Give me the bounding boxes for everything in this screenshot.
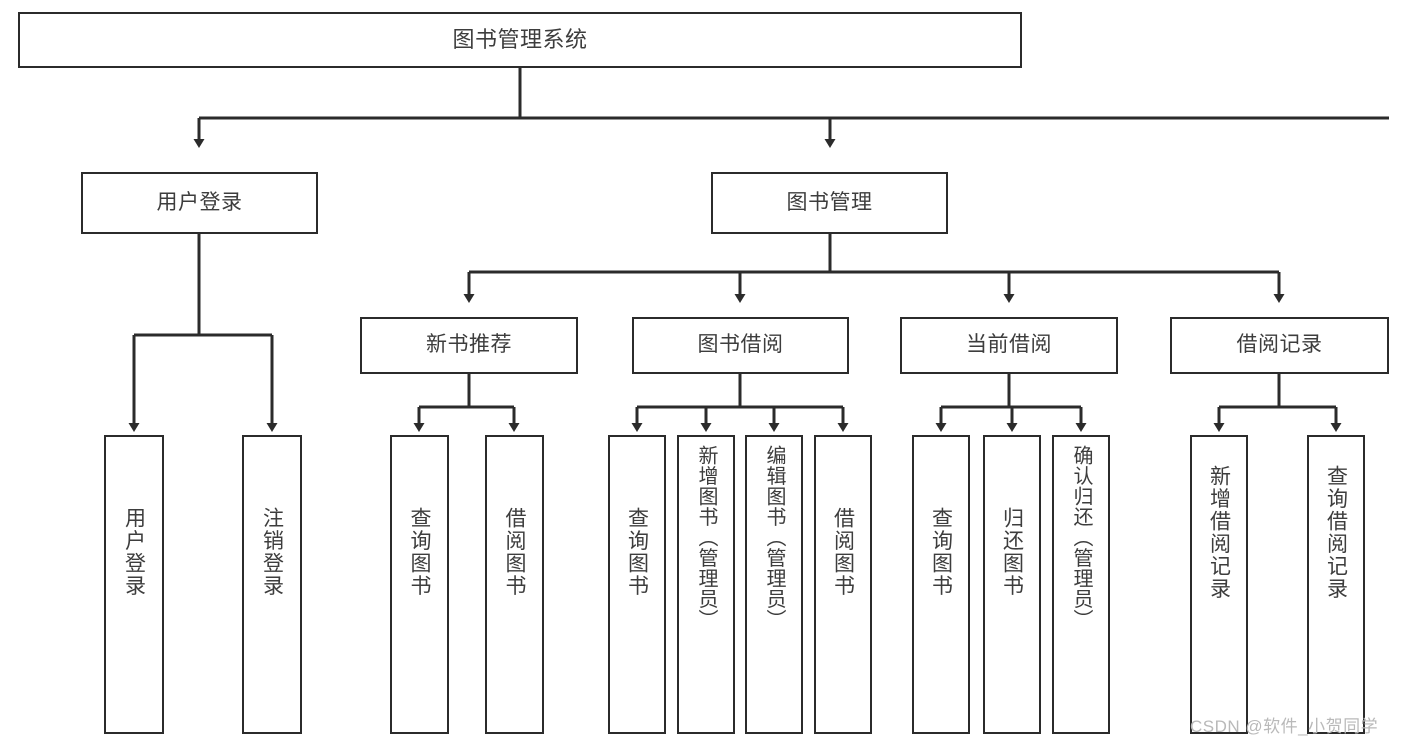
leaf-add-book-admin[interactable]: 新增图书（管理员）: [677, 435, 735, 734]
node-root-system[interactable]: 图书管理系统: [18, 12, 1022, 68]
node-label: 图书管理: [786, 190, 873, 214]
node-label: 借阅记录: [1236, 333, 1323, 357]
leaf-query-borrow-record[interactable]: 查询借阅记录: [1307, 435, 1365, 734]
node-label: 借阅图书: [831, 507, 855, 597]
leaf-return-books[interactable]: 归还图书: [983, 435, 1041, 734]
node-label: 用户登录: [156, 190, 243, 214]
node-label: 用户登录: [122, 507, 146, 597]
node-label: 图书借阅: [697, 333, 784, 357]
node-label: 查询图书: [929, 507, 953, 597]
node-user-login[interactable]: 用户登录: [81, 172, 318, 234]
node-label: 查询图书: [408, 507, 431, 597]
leaf-edit-book-admin[interactable]: 编辑图书（管理员）: [745, 435, 803, 734]
node-label: 借阅图书: [503, 507, 526, 597]
leaf-logout[interactable]: 注销登录: [242, 435, 302, 734]
leaf-borrow-books-borrow[interactable]: 借阅图书: [814, 435, 872, 734]
leaf-borrow-books-newbook[interactable]: 借阅图书: [485, 435, 544, 734]
leaf-query-books-borrow[interactable]: 查询图书: [608, 435, 666, 734]
leaf-query-books-newbook[interactable]: 查询图书: [390, 435, 449, 734]
node-label: 当前借阅: [966, 333, 1052, 357]
leaf-user-login[interactable]: 用户登录: [104, 435, 164, 734]
node-book-management[interactable]: 图书管理: [711, 172, 948, 234]
leaf-add-borrow-record[interactable]: 新增借阅记录: [1190, 435, 1248, 734]
node-book-borrowing[interactable]: 图书借阅: [632, 317, 849, 374]
node-borrow-records[interactable]: 借阅记录: [1170, 317, 1389, 374]
csdn-watermark: CSDN @软件_小贺同学: [1190, 717, 1379, 736]
node-label: 图书管理系统: [452, 27, 588, 53]
node-label: 新增借阅记录: [1207, 465, 1231, 600]
node-label: 新书推荐: [426, 333, 512, 357]
node-new-book-recommendation[interactable]: 新书推荐: [360, 317, 578, 374]
node-label: 确认归还（管理员）: [1070, 445, 1092, 630]
node-label: 查询借阅记录: [1324, 465, 1348, 600]
node-label: 注销登录: [260, 507, 284, 597]
leaf-confirm-return-admin[interactable]: 确认归还（管理员）: [1052, 435, 1110, 734]
node-label: 查询图书: [625, 507, 649, 597]
leaf-query-books-current[interactable]: 查询图书: [912, 435, 970, 734]
node-current-borrowing[interactable]: 当前借阅: [900, 317, 1118, 374]
node-label: 编辑图书（管理员）: [763, 445, 785, 630]
node-label: 归还图书: [1000, 507, 1024, 597]
node-label: 新增图书（管理员）: [695, 445, 717, 630]
